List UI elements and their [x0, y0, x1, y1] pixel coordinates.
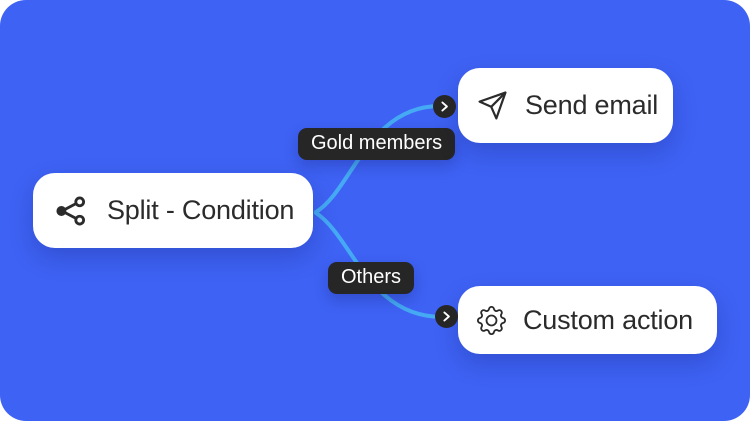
node-send-email-label: Send email [525, 90, 659, 120]
send-paper-plane-icon [477, 89, 508, 122]
gear-icon [477, 305, 506, 335]
node-custom-action[interactable]: Custom action [458, 286, 717, 354]
node-split-condition[interactable]: Split - Condition [33, 173, 313, 248]
node-split-condition-label: Split - Condition [107, 195, 295, 225]
chevron-right-icon [440, 310, 453, 323]
edge-label-gold-members[interactable]: Gold members [298, 128, 456, 160]
node-send-email[interactable]: Send email [458, 68, 673, 143]
split-branch-icon [52, 193, 90, 229]
node-custom-action-label: Custom action [523, 304, 693, 335]
chevron-right-icon [438, 100, 451, 113]
port-badge-send-email[interactable] [433, 95, 456, 118]
edge-label-others[interactable]: Others [328, 262, 415, 294]
port-badge-custom-action[interactable] [435, 305, 458, 328]
